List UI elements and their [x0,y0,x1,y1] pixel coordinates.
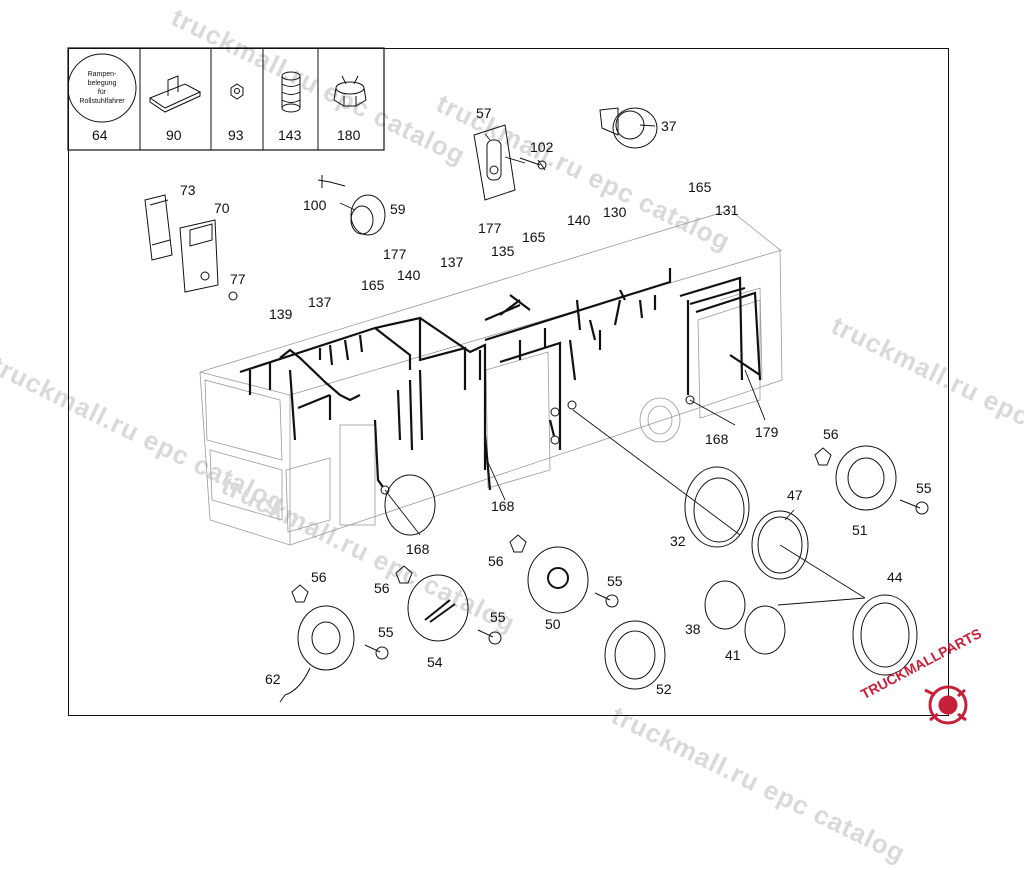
callout-label: 100 [303,197,327,213]
callout-label: 57 [476,105,492,121]
callout-label: 137 [440,254,464,270]
brand-logo [924,685,968,725]
sign-line-4: Rollstuhlfahrer [79,98,125,105]
legend-part-number: 90 [166,127,182,143]
part-52 [604,620,666,690]
callout-label: 130 [603,204,627,220]
sign-line-2: belegung [88,80,117,87]
callout-label: 177 [478,220,502,236]
callout-label: 44 [887,569,903,585]
callout-label: 56 [311,569,327,585]
clip-icon [333,75,367,107]
connector-points [380,395,695,495]
legend-part-number: 93 [228,127,244,143]
sign-line-3: für [98,89,107,96]
callout-label: 168 [705,431,729,447]
part-56-b [291,584,309,603]
callout-label: 32 [670,533,686,549]
part-59 [350,194,386,236]
callout-label: 135 [491,243,515,259]
part-55-b [477,629,502,645]
bracket-icon [148,75,202,113]
callout-label: 56 [823,426,839,442]
callout-label: 77 [230,271,246,287]
legend-part-number: 180 [337,127,361,143]
callout-label: 56 [488,553,504,569]
callout-label: 55 [490,609,506,625]
callout-label: 47 [787,487,803,503]
callout-label: 102 [530,139,554,155]
callout-label: 139 [269,306,293,322]
callout-label: 37 [661,118,677,134]
part-47 [751,510,809,580]
callout-label: 179 [755,424,779,440]
parts-diagram: Rampen- belegung für Rollstuhlfahrer [67,47,968,725]
callout-label: 168 [491,498,515,514]
part-38 [704,580,746,630]
part-57 [473,124,516,201]
callout-label: 73 [180,182,196,198]
part-50 [527,546,589,614]
part-55-mid [594,592,619,608]
callout-label: 52 [656,681,672,697]
legend-table: Rampen- belegung für Rollstuhlfahrer [67,47,385,151]
part-55-c [364,644,389,660]
spacer-icon [281,71,301,113]
callout-label: 51 [852,522,868,538]
callout-label: 70 [214,200,230,216]
callout-label: 55 [607,573,623,589]
callout-label: 137 [308,294,332,310]
part-51 [835,445,897,511]
sign-line-1: Rampen- [88,71,117,78]
round-sign-icon: Rampen- belegung für Rollstuhlfahrer [67,53,137,123]
part-56-mid [509,534,527,553]
part-77 [228,291,238,301]
part-37 [599,107,658,149]
callout-label: 131 [715,202,739,218]
callout-label: 140 [567,212,591,228]
wiring-harness [239,268,762,491]
callout-label: 54 [427,654,443,670]
part-41 [744,605,786,655]
part-100 [317,175,346,188]
part-73 [144,194,173,261]
callout-label: 55 [378,624,394,640]
legend-part-number: 64 [92,127,108,143]
part-44 [852,594,918,676]
callout-label: 168 [406,541,430,557]
callout-label: 41 [725,647,741,663]
legend-part-number: 143 [278,127,302,143]
nut-icon [230,83,244,100]
part-32 [684,466,750,548]
part-56-right [814,447,832,466]
callout-label: 62 [265,671,281,687]
part-62 [279,605,355,703]
callout-label: 55 [916,480,932,496]
part-102 [519,157,547,171]
callout-label: 59 [390,201,406,217]
part-55-right [899,499,929,515]
bus-outline [199,209,783,546]
part-56-left [395,565,413,584]
diagram-frame [68,48,949,716]
callout-label: 56 [374,580,390,596]
callout-label: 50 [545,616,561,632]
callout-label: 165 [361,277,385,293]
callout-label: 38 [685,621,701,637]
leader-lines [339,124,866,606]
part-54 [407,574,469,642]
part-168-left [384,474,436,536]
callout-label: 177 [383,246,407,262]
callout-label: 165 [522,229,546,245]
part-70 [179,219,219,293]
callout-label: 165 [688,179,712,195]
callout-label: 140 [397,267,421,283]
